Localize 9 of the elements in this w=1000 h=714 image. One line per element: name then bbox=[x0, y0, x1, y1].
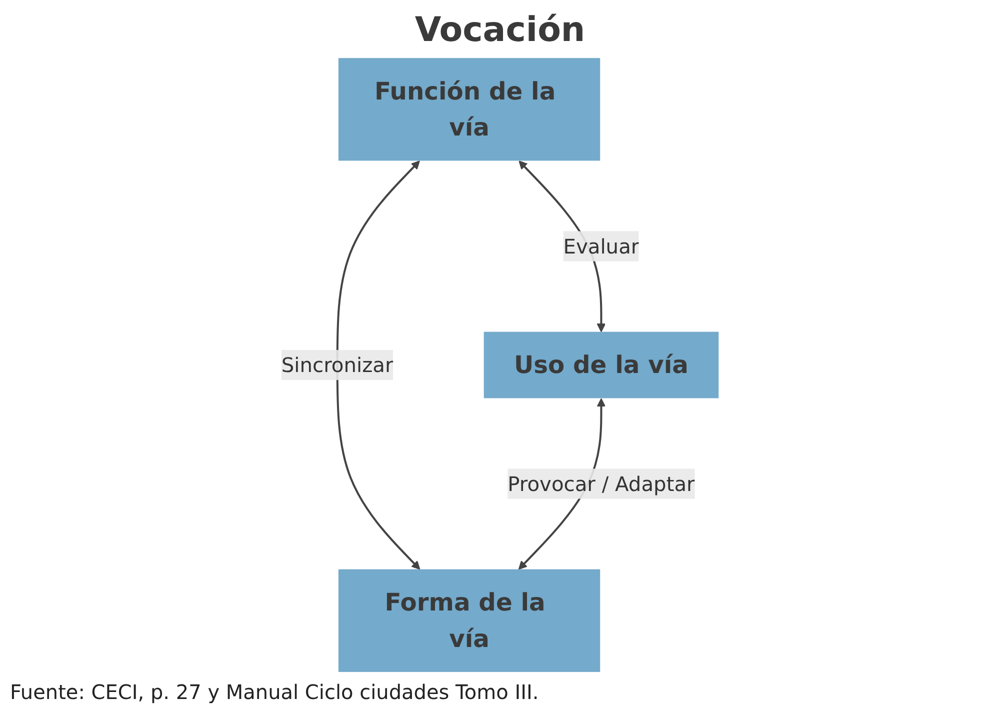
caption: Fuente: CECI, p. 27 y Manual Ciclo ciudades Tomo III. bbox=[10, 680, 539, 704]
node-box: Función de la vía bbox=[338, 58, 600, 161]
node-box: Uso de la vía bbox=[484, 332, 719, 398]
arrow bbox=[336, 160, 420, 570]
center-label: Vocación bbox=[414, 10, 586, 50]
edge-label: Evaluar bbox=[563, 234, 640, 258]
node-box: Forma de la vía bbox=[338, 569, 600, 672]
edge-label: Provocar / Adaptar bbox=[508, 472, 695, 496]
edge-label: Sincronizar bbox=[281, 352, 394, 378]
